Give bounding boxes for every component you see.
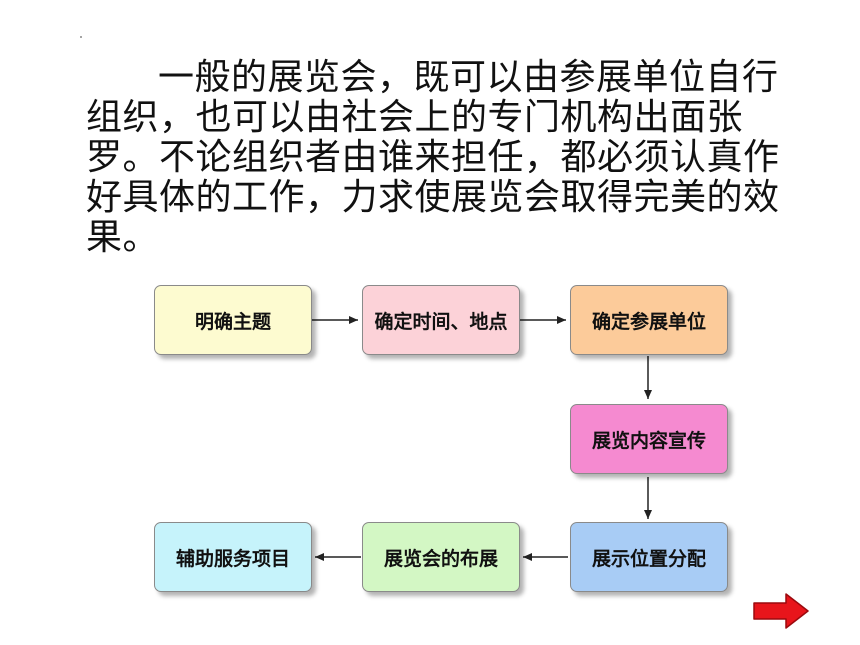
step-setup-label: 展览会的布展 bbox=[383, 547, 498, 570]
red-right-arrow-icon[interactable] bbox=[752, 592, 812, 632]
stray-dot bbox=[80, 36, 82, 38]
step-exhibitors: 确定参展单位 bbox=[570, 285, 728, 355]
step-support-services: 辅助服务项目 bbox=[154, 522, 312, 592]
step-exhibitors-label: 确定参展单位 bbox=[591, 310, 706, 333]
intro-paragraph: 一般的展览会，既可以由参展单位自行组织，也可以由社会上的专门机构出面张罗。不论组… bbox=[86, 57, 780, 258]
step-time-place: 确定时间、地点 bbox=[362, 285, 520, 355]
step-time-place-label: 确定时间、地点 bbox=[374, 310, 508, 333]
step-promotion: 展览内容宣传 bbox=[570, 404, 728, 474]
step-booth-allocation-label: 展示位置分配 bbox=[591, 547, 706, 570]
step-booth-allocation: 展示位置分配 bbox=[570, 522, 728, 592]
step-setup: 展览会的布展 bbox=[362, 522, 520, 592]
step-promotion-label: 展览内容宣传 bbox=[591, 429, 706, 452]
step-define-theme-label: 明确主题 bbox=[194, 310, 271, 333]
step-define-theme: 明确主题 bbox=[154, 285, 312, 355]
step-support-services-label: 辅助服务项目 bbox=[175, 547, 290, 570]
